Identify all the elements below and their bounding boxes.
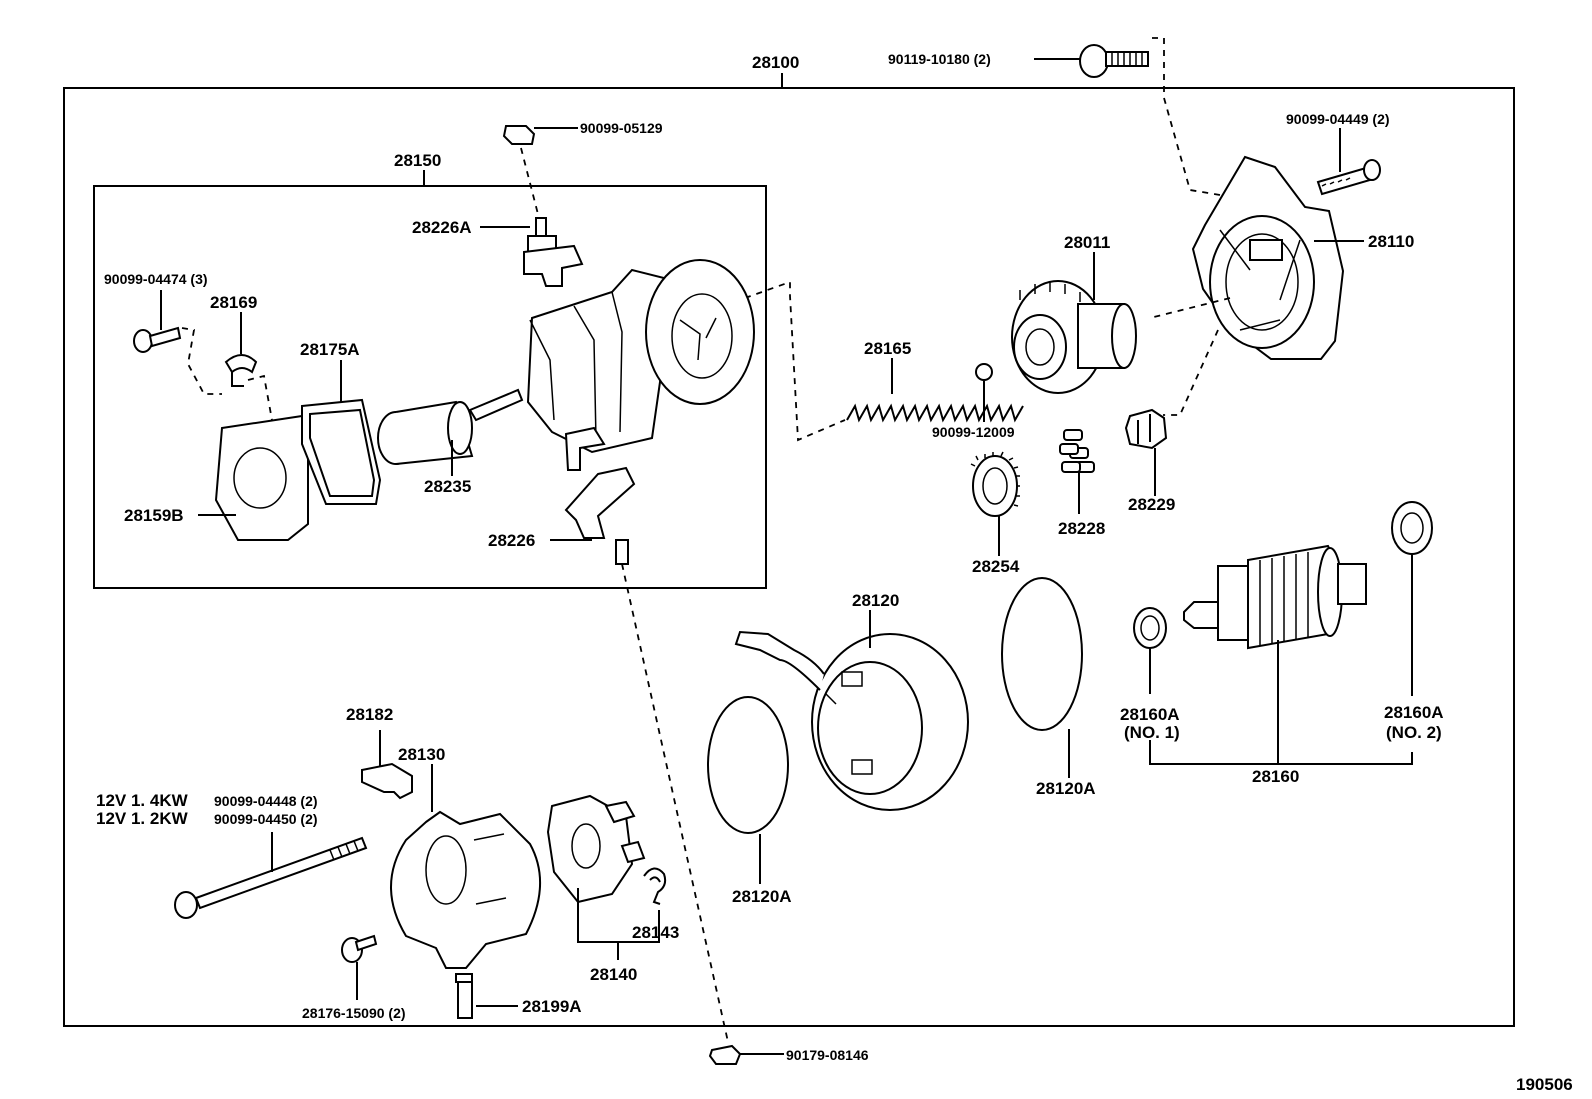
- armature-28160: [1183, 544, 1367, 650]
- end-cover-28159B: [214, 414, 309, 541]
- bolt-90119-10180: [1079, 44, 1149, 78]
- figure-id: 190506: [1516, 1075, 1573, 1094]
- label-28182: 28182: [346, 705, 393, 724]
- dashed-guide-terminal-to-nut: [621, 563, 729, 1043]
- label-28140: 28140: [590, 965, 637, 984]
- label-28160A-no2-sub: (NO. 2): [1386, 723, 1442, 742]
- bracket-28160-group: [1149, 740, 1413, 765]
- label-28100: 28100: [752, 53, 799, 72]
- label-28165: 28165: [864, 339, 911, 358]
- nut-90179-08146: [708, 1044, 742, 1065]
- ball-90099-12009: [975, 363, 993, 381]
- brush-holder-28140: [546, 794, 646, 904]
- label-28199A: 28199A: [522, 997, 582, 1016]
- label-28150: 28150: [394, 151, 441, 170]
- label-28110: 28110: [1368, 232, 1414, 251]
- bearing-28160A-no2: [1391, 501, 1433, 555]
- gasket-28175A: [301, 398, 382, 505]
- starter-clutch-28011: [1011, 280, 1137, 394]
- label-28254: 28254: [972, 557, 1020, 576]
- label-28159B: 28159B: [124, 506, 184, 525]
- label-28143: 28143: [632, 923, 679, 942]
- idler-gear-28254: [970, 451, 1020, 517]
- label-28160A-no1: 28160A: [1120, 705, 1180, 724]
- clamp-28169: [224, 354, 258, 387]
- plate-28182: [361, 762, 413, 800]
- label-28176-15090: 28176-15090 (2): [302, 1005, 406, 1021]
- terminal-28226: [564, 426, 636, 565]
- label-28169: 28169: [210, 293, 257, 312]
- subassembly-28150-frame: [93, 185, 767, 589]
- label-90099-12009: 90099-12009: [932, 424, 1015, 440]
- nut-90099-05129: [502, 125, 536, 145]
- o-ring-28120A-left: [707, 696, 789, 834]
- label-12v-1-2kw: 12V 1. 2KW: [96, 809, 189, 828]
- label-28235: 28235: [424, 477, 471, 496]
- retainer-28229: [1124, 408, 1168, 450]
- label-28120A-left: 28120A: [732, 887, 792, 906]
- label-90099-04450: 90099-04450 (2): [214, 811, 318, 827]
- screw-28176-15090: [341, 934, 378, 963]
- label-28175A: 28175A: [300, 340, 360, 359]
- label-90099-04474: 90099-04474 (3): [104, 271, 208, 287]
- label-28130: 28130: [398, 745, 445, 764]
- label-90179-08146: 90179-08146: [786, 1047, 869, 1063]
- label-28160A-no1-sub: (NO. 1): [1124, 723, 1180, 742]
- bolt-90099-04449: [1316, 159, 1381, 196]
- label-28011: 28011: [1064, 233, 1110, 252]
- label-90099-04448: 90099-04448 (2): [214, 793, 318, 809]
- bolt-90099-04474: [133, 326, 182, 353]
- label-28226A: 28226A: [412, 218, 472, 237]
- drive-housing-28110: [1191, 155, 1345, 360]
- dashed-guide-bolt-to-housing: [1152, 37, 1221, 196]
- cap-28199A: [455, 973, 473, 1019]
- label-28160A-no2: 28160A: [1384, 703, 1444, 722]
- dashed-guide-bolt-04474: [181, 327, 222, 395]
- dashed-guide-nut-to-terminal: [520, 147, 541, 223]
- label-28229: 28229: [1128, 495, 1175, 514]
- label-12v-1-4kw: 12V 1. 4KW: [96, 791, 189, 810]
- o-ring-28120A-right: [1001, 577, 1083, 731]
- brush-spring-28143: [643, 867, 667, 905]
- label-28160: 28160: [1252, 767, 1299, 786]
- dashed-guide-housing-to-clutch: [1149, 297, 1231, 416]
- label-90119-10180: 90119-10180 (2): [888, 51, 991, 67]
- dashed-guide-spring: [744, 280, 846, 442]
- plunger-28235: [377, 388, 524, 465]
- magnet-switch-housing: [526, 259, 755, 454]
- label-90099-04449: 90099-04449 (2): [1286, 111, 1390, 127]
- label-28120A-right: 28120A: [1036, 779, 1096, 798]
- dashed-guide-clamp: [247, 374, 273, 421]
- assembly-28100-frame: [63, 87, 1515, 1027]
- yoke-28120: [734, 630, 969, 811]
- label-90099-05129: 90099-05129: [580, 120, 663, 136]
- spring-28165: [846, 403, 1024, 423]
- bearing-28160A-no1: [1133, 607, 1167, 649]
- label-28120: 28120: [852, 591, 899, 610]
- label-28228: 28228: [1058, 519, 1105, 538]
- rollers-28228: [1059, 429, 1095, 473]
- label-28226: 28226: [488, 531, 535, 550]
- end-frame-28130: [390, 810, 541, 969]
- terminal-28226A: [523, 217, 584, 287]
- through-bolt: [174, 836, 368, 919]
